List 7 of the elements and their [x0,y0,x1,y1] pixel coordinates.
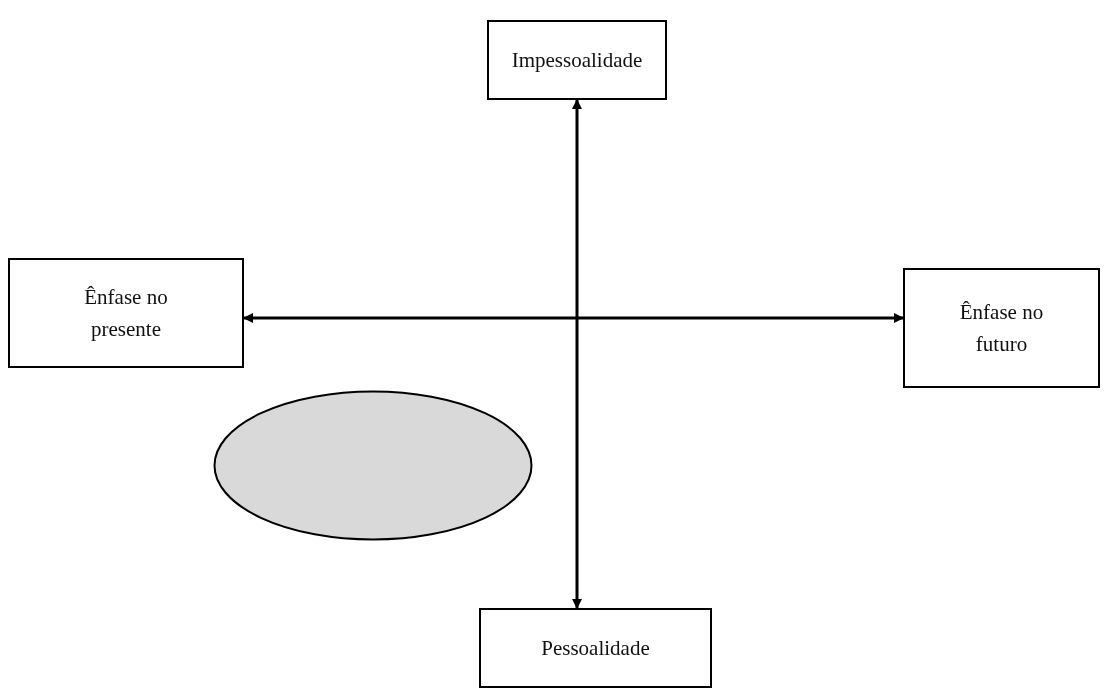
text-box: Ênfase no futuro [903,268,1100,388]
text-box: Ênfase no presente [8,258,244,368]
double-headed-arrow [572,99,582,609]
ellipse-shape [213,390,533,541]
double-headed-arrow [243,313,904,323]
text-box: Impessoalidade [487,20,667,100]
text-box: Pessoalidade [479,608,712,688]
